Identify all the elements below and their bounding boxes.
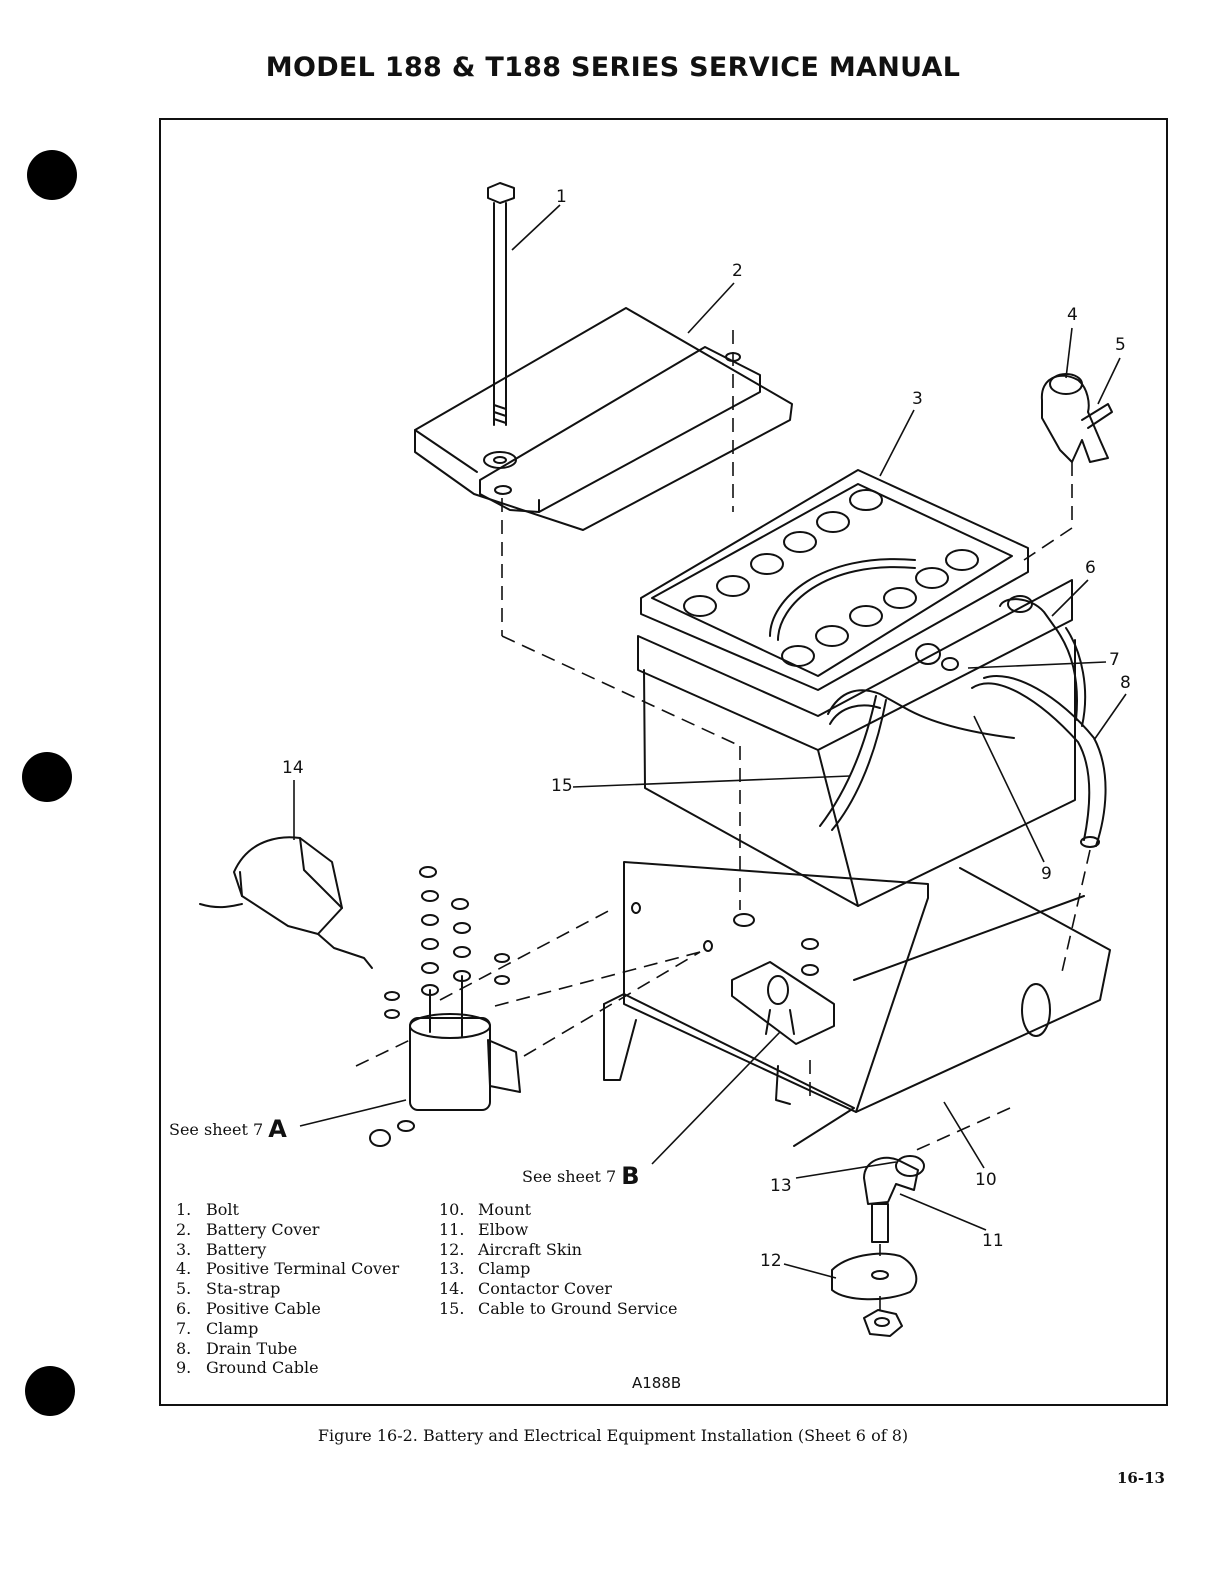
figure-caption: Figure 16-2. Battery and Electrical Equi… — [317, 1426, 909, 1445]
drain-fittings-part — [831, 1155, 925, 1337]
legend-num: 14. — [439, 1279, 465, 1299]
battery-mount-part — [603, 861, 1111, 1147]
callout-14: 14 — [282, 758, 304, 778]
battery-cover-part — [414, 307, 793, 531]
legend-row: 9. Ground Cable — [176, 1358, 399, 1378]
binder-hole-middle — [22, 752, 72, 802]
callout-6: 6 — [1085, 558, 1096, 578]
callout-15: 15 — [551, 776, 573, 796]
legend-num: 4. — [176, 1259, 192, 1279]
legend-label: Sta-strap — [206, 1279, 281, 1299]
callout-13: 13 — [770, 1176, 792, 1196]
legend-row: 12. Aircraft Skin — [439, 1240, 678, 1260]
callout-8: 8 — [1120, 673, 1131, 693]
legend-num: 6. — [176, 1298, 192, 1318]
figure-frame — [159, 118, 1168, 1406]
callout-10: 10 — [975, 1170, 997, 1190]
legend-row: 4. Positive Terminal Cover — [176, 1259, 399, 1279]
legend-label: Positive Terminal Cover — [206, 1259, 400, 1279]
legend-row: 14. Contactor Cover — [439, 1279, 678, 1299]
legend-row: 7. Clamp — [176, 1319, 399, 1339]
legend-label: Battery — [206, 1239, 267, 1259]
reference-b-prefix: See sheet 7 — [522, 1167, 617, 1186]
binder-hole-bottom — [25, 1366, 75, 1416]
legend-row: 6. Positive Cable — [176, 1299, 399, 1319]
battery-part — [637, 469, 1076, 907]
legend-row: 11. Elbow — [439, 1220, 678, 1240]
callout-4: 4 — [1067, 305, 1078, 325]
legend-label: Clamp — [206, 1318, 259, 1338]
legend-label: Cable to Ground Service — [478, 1298, 678, 1318]
reference-sheet-7-b: See sheet 7 B — [522, 1164, 640, 1188]
reference-sheet-7-a: See sheet 7 A — [169, 1117, 287, 1141]
bolt-part — [483, 182, 517, 469]
legend-row: 5. Sta-strap — [176, 1279, 399, 1299]
page-header: MODEL 188 & T188 SERIES SERVICE MANUAL — [265, 52, 961, 83]
legend-num: 5. — [176, 1279, 192, 1299]
legend-row: 13. Clamp — [439, 1259, 678, 1279]
callout-11: 11 — [982, 1231, 1004, 1251]
legend-label: Contactor Cover — [478, 1279, 612, 1299]
alignment-lines — [355, 330, 1091, 1312]
reference-a-letter: A — [268, 1115, 287, 1143]
legend-num: 13. — [439, 1259, 465, 1279]
contactor-part — [199, 836, 521, 1147]
legend-num: 2. — [176, 1219, 192, 1239]
cables-part — [819, 595, 1107, 848]
legend-row: 10. Mount — [439, 1200, 678, 1220]
positive-terminal-cover-part — [1040, 373, 1113, 463]
legend-row: 1. Bolt — [176, 1200, 399, 1220]
legend-label: Aircraft Skin — [478, 1239, 582, 1259]
legend-label: Elbow — [478, 1219, 529, 1239]
callout-2: 2 — [732, 261, 743, 281]
drawing-code: A188B — [632, 1374, 682, 1392]
reference-b-letter: B — [621, 1162, 640, 1190]
legend-label: Bolt — [206, 1200, 239, 1219]
legend-label: Mount — [478, 1200, 532, 1219]
callout-5: 5 — [1115, 335, 1126, 355]
legend-row: 15. Cable to Ground Service — [439, 1299, 678, 1319]
leader-lines — [293, 204, 1127, 1279]
legend-label: Clamp — [478, 1259, 531, 1279]
legend-num: 1. — [176, 1200, 192, 1219]
parts-legend-left: 1. Bolt 2. Battery Cover 3. Battery 4. Posit… — [176, 1200, 399, 1378]
legend-num: 3. — [176, 1239, 192, 1259]
legend-label: Ground Cable — [206, 1358, 319, 1378]
legend-num: 11. — [439, 1219, 465, 1239]
legend-row: 8. Drain Tube — [176, 1339, 399, 1359]
callout-1: 1 — [556, 187, 567, 207]
callout-9: 9 — [1041, 864, 1052, 884]
legend-num: 8. — [176, 1338, 192, 1358]
legend-num: 12. — [439, 1239, 465, 1259]
legend-num: 10. — [439, 1200, 465, 1219]
legend-row: 3. Battery — [176, 1240, 399, 1260]
binder-hole-top — [27, 150, 77, 200]
legend-label: Positive Cable — [206, 1298, 321, 1318]
legend-label: Battery Cover — [206, 1219, 320, 1239]
legend-row: 2. Battery Cover — [176, 1220, 399, 1240]
callout-7: 7 — [1109, 650, 1120, 670]
reference-a-prefix: See sheet 7 — [169, 1120, 264, 1139]
legend-num: 9. — [176, 1358, 192, 1378]
page-number: 16-13 — [1117, 1469, 1165, 1487]
legend-label: Drain Tube — [206, 1338, 298, 1358]
legend-num: 7. — [176, 1318, 192, 1338]
legend-num: 15. — [439, 1298, 465, 1318]
callout-3: 3 — [912, 389, 923, 409]
parts-legend-right: 10. Mount 11. Elbow 12. Aircraft Skin 13. Cl… — [439, 1200, 678, 1319]
callout-12: 12 — [760, 1251, 782, 1271]
